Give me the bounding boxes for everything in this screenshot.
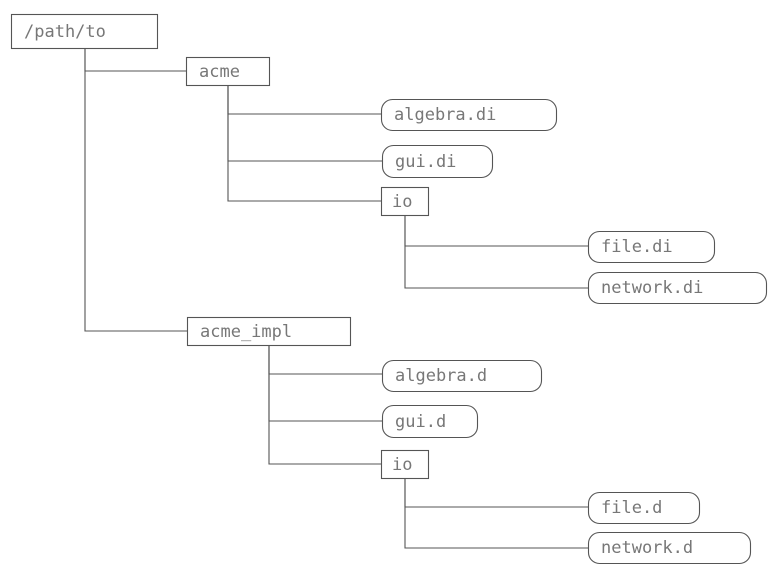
tree-node-impl-gui-d[interactable]: gui.d bbox=[381, 404, 479, 439]
tree-edge-acme-to-acme-gui-di bbox=[227, 85, 382, 162]
node-label-impl-gui-d: gui.d bbox=[395, 412, 446, 432]
directory-box-impl-io[interactable] bbox=[380, 449, 430, 480]
tree-node-acme[interactable]: acme bbox=[185, 56, 271, 87]
directory-box-acme-io[interactable] bbox=[380, 186, 430, 217]
tree-edge-acme-impl-to-impl-gui-d bbox=[268, 345, 382, 422]
tree-node-impl-algebra-d[interactable]: algebra.d bbox=[381, 359, 543, 393]
tree-node-root[interactable]: /path/to bbox=[10, 13, 159, 50]
node-label-impl-io-network-d: network.d bbox=[601, 538, 693, 558]
tree-node-acme-io-network-di[interactable]: network.di bbox=[587, 271, 768, 305]
node-label-acme-io-network-di: network.di bbox=[601, 278, 703, 298]
node-label-impl-algebra-d: algebra.d bbox=[395, 366, 487, 386]
node-label-impl-io: io bbox=[392, 455, 412, 475]
tree-edge-impl-io-to-impl-io-file-d bbox=[404, 478, 588, 508]
file-box-impl-algebra-d[interactable] bbox=[381, 359, 543, 393]
tree-node-impl-io-network-d[interactable]: network.d bbox=[587, 531, 752, 565]
directory-box-acme-impl[interactable] bbox=[186, 316, 352, 347]
file-box-impl-io-file-d[interactable] bbox=[587, 491, 701, 525]
tree-edge-acme-impl-to-impl-algebra-d bbox=[268, 345, 382, 375]
tree-edge-acme-to-acme-algebra-di bbox=[227, 85, 381, 115]
node-label-acme: acme bbox=[199, 62, 240, 82]
tree-edge-acme-to-acme-io bbox=[227, 85, 381, 202]
file-box-impl-gui-d[interactable] bbox=[381, 404, 479, 439]
node-label-root: /path/to bbox=[24, 22, 106, 42]
node-label-acme-io-file-di: file.di bbox=[601, 237, 673, 257]
node-label-acme-io: io bbox=[392, 192, 412, 212]
tree-edge-impl-io-to-impl-io-network-d bbox=[404, 478, 588, 549]
file-box-acme-algebra-di[interactable] bbox=[380, 98, 558, 132]
directory-box-acme[interactable] bbox=[185, 56, 271, 87]
tree-edge-acme-io-to-acme-io-network-di bbox=[404, 215, 588, 289]
tree-edge-root-to-acme-impl bbox=[84, 48, 187, 332]
file-box-acme-gui-di[interactable] bbox=[381, 144, 494, 179]
tree-node-acme-gui-di[interactable]: gui.di bbox=[381, 144, 494, 179]
tree-node-acme-impl[interactable]: acme_impl bbox=[186, 316, 352, 347]
tree-edge-acme-impl-to-impl-io bbox=[268, 345, 381, 465]
edges-layer bbox=[84, 48, 588, 549]
directory-box-root[interactable] bbox=[10, 13, 159, 50]
node-label-impl-io-file-d: file.d bbox=[601, 498, 662, 518]
file-box-acme-io-network-di[interactable] bbox=[587, 271, 768, 305]
file-box-impl-io-network-d[interactable] bbox=[587, 531, 752, 565]
tree-edge-root-to-acme bbox=[84, 48, 186, 72]
tree-node-acme-io[interactable]: io bbox=[380, 186, 430, 217]
nodes-layer: /path/to acme algebra.di gui.di io file.di net… bbox=[10, 13, 768, 565]
tree-node-impl-io-file-d[interactable]: file.d bbox=[587, 491, 701, 525]
tree-node-acme-io-file-di[interactable]: file.di bbox=[587, 230, 716, 264]
node-label-acme-algebra-di: algebra.di bbox=[394, 105, 496, 125]
tree-node-impl-io[interactable]: io bbox=[380, 449, 430, 480]
tree-node-acme-algebra-di[interactable]: algebra.di bbox=[380, 98, 558, 132]
tree-edge-acme-io-to-acme-io-file-di bbox=[404, 215, 588, 247]
file-box-acme-io-file-di[interactable] bbox=[587, 230, 716, 264]
node-label-acme-gui-di: gui.di bbox=[395, 152, 456, 172]
node-label-acme-impl: acme_impl bbox=[200, 322, 292, 342]
